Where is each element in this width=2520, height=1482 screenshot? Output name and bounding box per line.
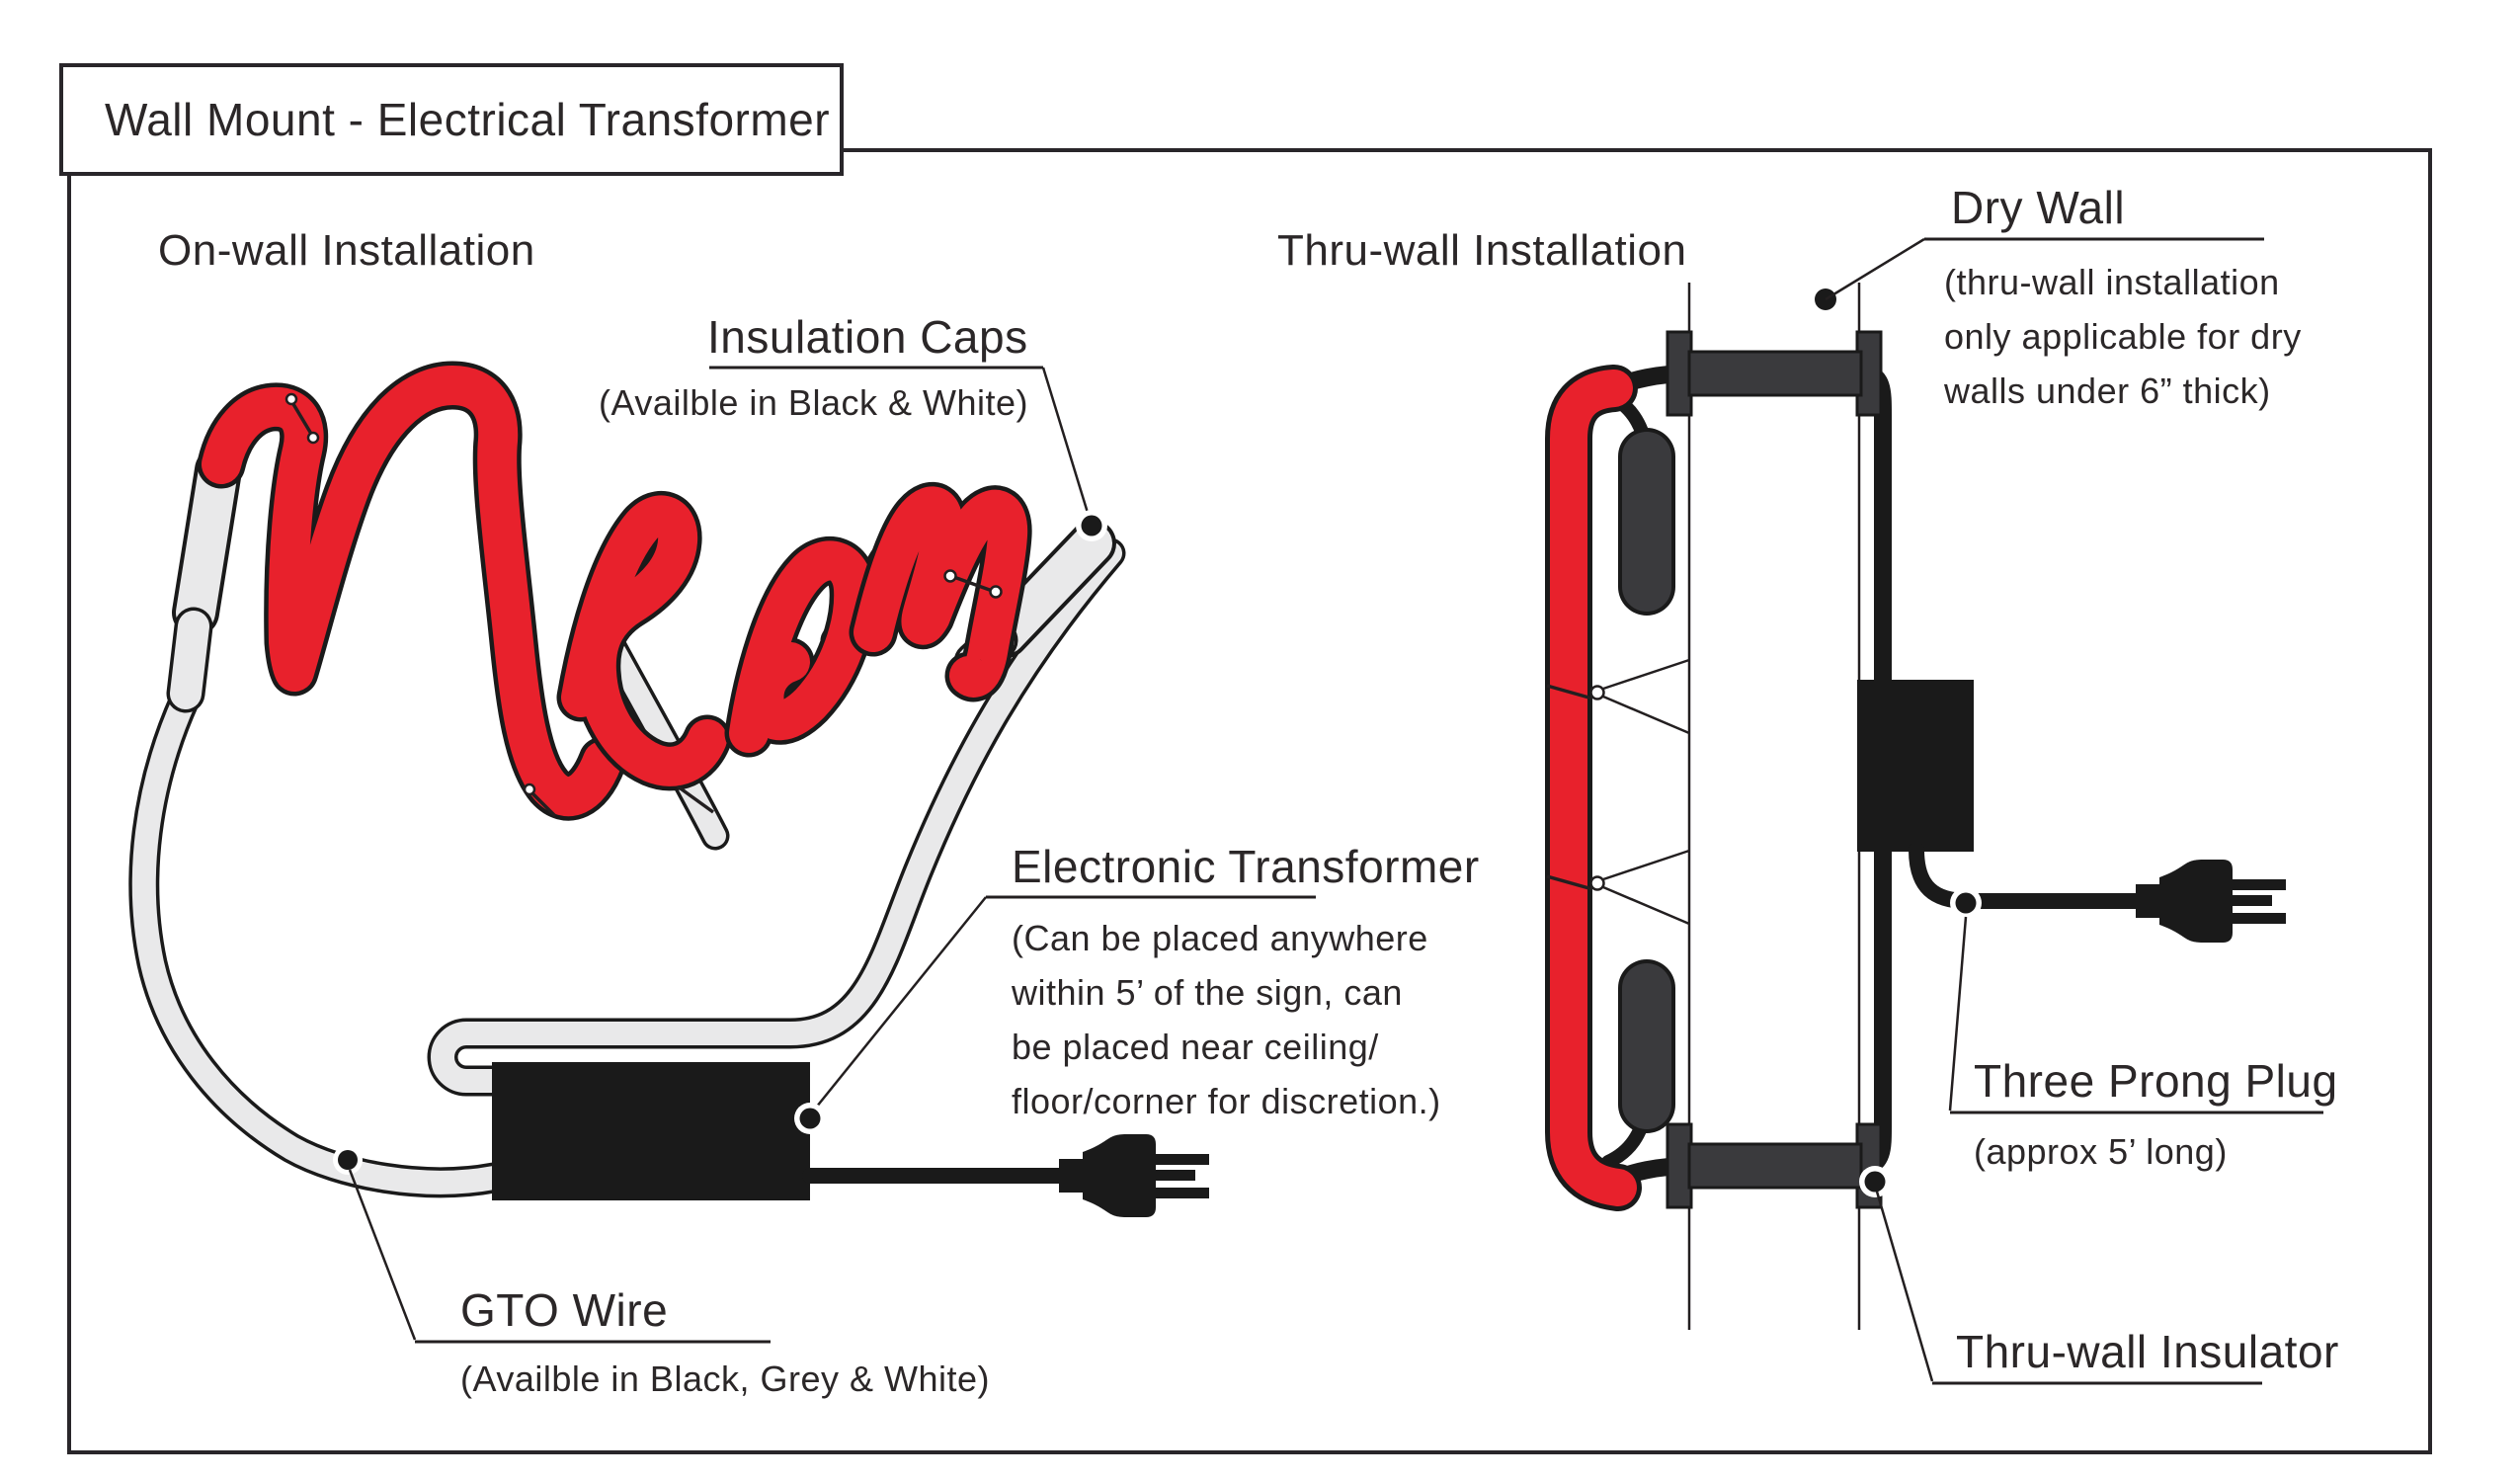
insulation-caps-title: Insulation Caps	[707, 311, 1028, 363]
electronic-transformer-title: Electronic Transformer	[1012, 841, 1480, 892]
electronic-transformer-illustration	[492, 1062, 1209, 1217]
title-box: Wall Mount - Electrical Transformer	[59, 63, 844, 176]
dry-wall-note-line1: (thru-wall installation	[1944, 262, 2280, 302]
insulation-caps-label: Insulation Caps (Availble in Black & Whi…	[599, 311, 1107, 541]
dry-wall-label: Dry Wall (thru-wall installation only ap…	[1815, 182, 2302, 411]
tube-supports	[1546, 658, 1690, 926]
insulation-caps-note: (Availble in Black & White)	[599, 382, 1028, 423]
leader-line	[348, 1169, 417, 1341]
transformer-box	[1857, 680, 1974, 852]
tube-joint-ticks	[285, 392, 1003, 818]
leader-line	[1041, 367, 1094, 527]
three-prong-plug-left	[1059, 1134, 1209, 1217]
leader-line	[1948, 916, 1968, 1112]
three-prong-plug-label: Three Prong Plug (approx 5’ long)	[1948, 887, 2338, 1172]
gto-wire-title: GTO Wire	[460, 1284, 668, 1336]
transformer-note-line1: (Can be placed anywhere	[1012, 918, 1428, 958]
leader-line	[1825, 237, 1925, 301]
transformer-note-line4: floor/corner for discretion.)	[1012, 1081, 1441, 1121]
on-wall-heading: On-wall Installation	[158, 226, 535, 275]
leader-line	[811, 896, 987, 1113]
dry-wall-note-line2: only applicable for dry	[1944, 316, 2302, 357]
leader-dot	[1081, 515, 1102, 536]
three-prong-plug-right	[2136, 860, 2286, 943]
thru-wall-insulator-title: Thru-wall Insulator	[1956, 1326, 2339, 1377]
gto-wire-label: GTO Wire (Availble in Black, Grey & Whit…	[333, 1145, 990, 1399]
on-wall-diagram: On-wall Installation Insulation Caps (Av…	[128, 226, 1480, 1399]
thru-wall-insulator-label: Thru-wall Insulator	[1859, 1166, 2339, 1385]
thru-wall-insulators	[1666, 330, 1883, 1209]
leader-dot	[799, 1108, 821, 1129]
three-prong-plug-note: (approx 5’ long)	[1974, 1131, 2228, 1172]
three-prong-plug-title: Three Prong Plug	[1974, 1055, 2338, 1107]
neon-sign-script	[197, 361, 1032, 821]
leader-dot	[1864, 1171, 1886, 1193]
transformer-box	[492, 1062, 810, 1200]
thru-wall-heading: Thru-wall Installation	[1277, 226, 1687, 275]
title-box-border	[59, 63, 844, 176]
leader-line	[1875, 1191, 1934, 1382]
thru-wall-diagram: Thru-wall Installation Dry Wall (thru-wa…	[1277, 182, 2339, 1385]
dry-wall-title: Dry Wall	[1951, 182, 2125, 233]
leader-dot	[1955, 892, 1977, 914]
transformer-note-line2: within 5’ of the sign, can	[1011, 972, 1403, 1013]
neon-tube-side-view	[1545, 365, 1642, 1211]
dry-wall-note-line3: walls under 6” thick)	[1943, 370, 2271, 411]
gto-wire-note: (Availble in Black, Grey & White)	[460, 1358, 990, 1399]
electronic-transformer-label: Electronic Transformer (Can be placed an…	[794, 841, 1480, 1134]
thru-wall-transformer-illustration	[1857, 680, 2286, 943]
page-title: Wall Mount - Electrical Transformer	[105, 94, 830, 145]
leader-dot	[338, 1150, 358, 1170]
transformer-note-line3: be placed near ceiling/	[1012, 1027, 1379, 1067]
